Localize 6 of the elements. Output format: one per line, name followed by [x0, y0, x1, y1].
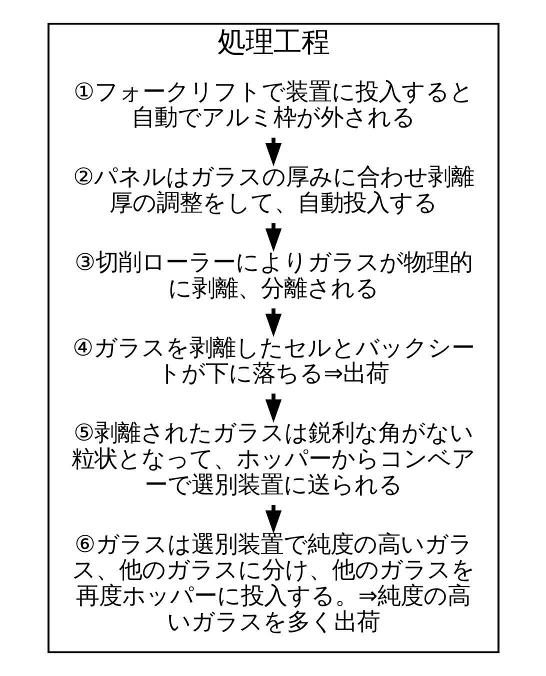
- node-text: ④ガラスを剥離したセルとバックシートが下に落ちる⇒出荷: [72, 334, 474, 388]
- node-text: ⑤剥離されたガラスは鋭利な角がない粒状となって、ホッパーからコンベアーで選別装置に送られる: [71, 420, 475, 498]
- node-text: ⑥ガラスは選別装置で純度の高いガラス、他のガラスに分け、他のガラスを再度ホッパーに投入する。⇒純度の高いガラスを多く出荷: [72, 530, 474, 636]
- node-text: ③切削ローラーによりガラスが物理的に剥離、分離される: [74, 248, 472, 302]
- node-text: ②パネルはガラスの厚みに合わせ剥離厚の調整をして、自動投入する: [72, 164, 474, 217]
- node-text: ①フォークリフトで装置に投入すると自動でアルミ枠が外される: [73, 78, 473, 132]
